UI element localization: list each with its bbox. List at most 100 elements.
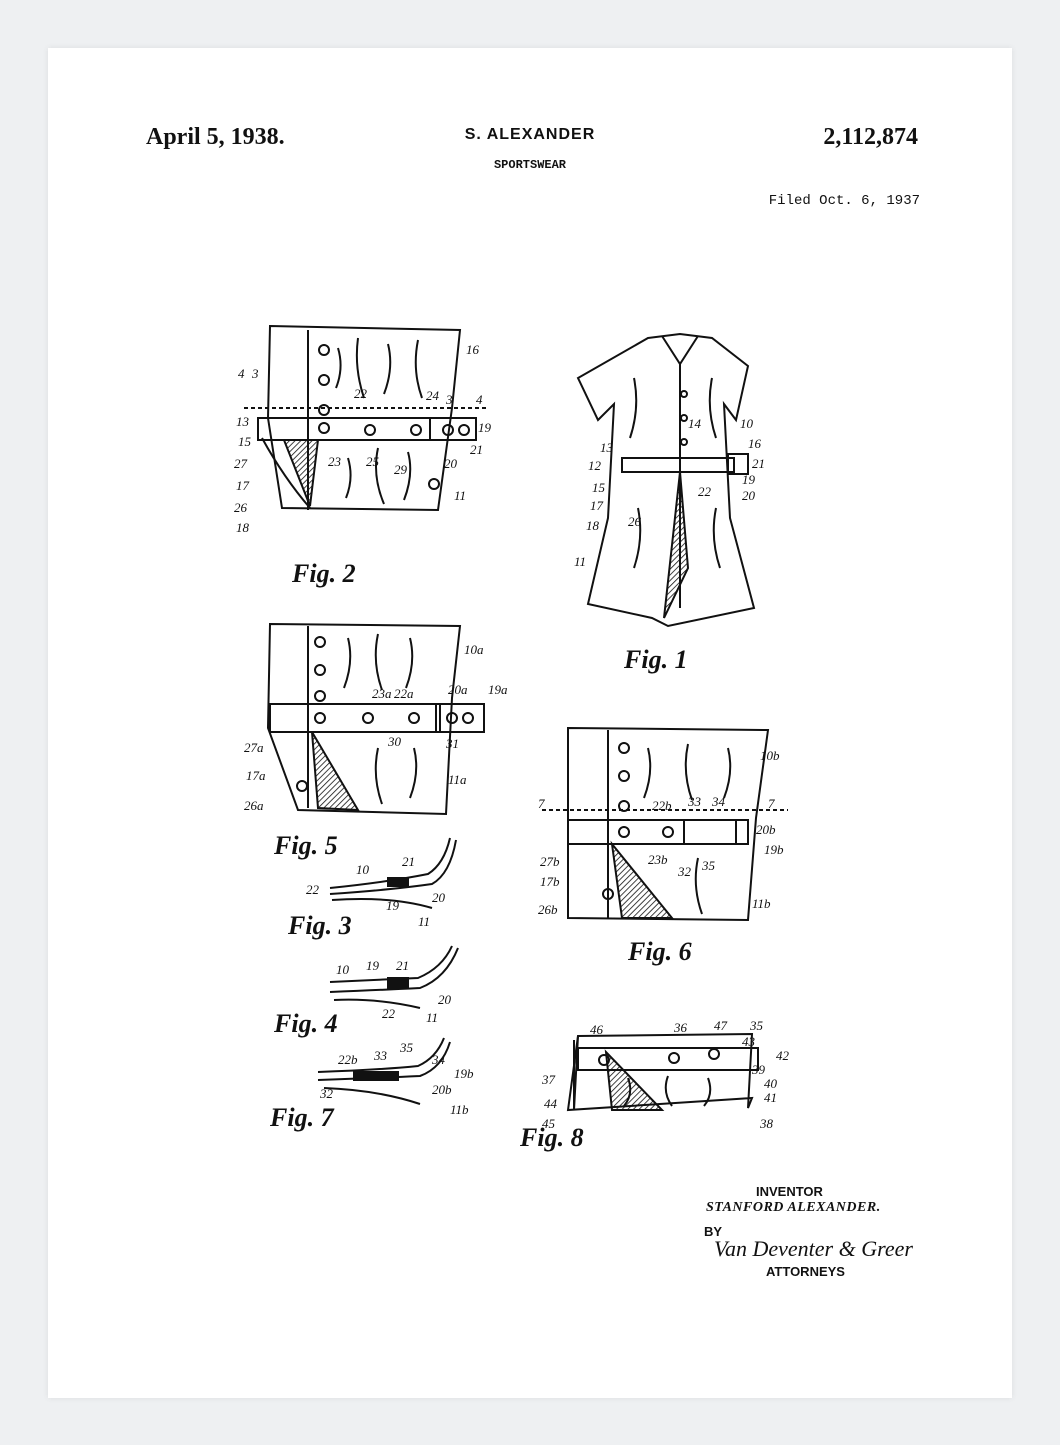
patent-drawings: 1643222434131527172618232529202119111014… <box>234 324 790 1152</box>
fig5-reference-numeral: 10a <box>464 642 484 657</box>
fig8-reference-numeral: 46 <box>590 1022 604 1037</box>
inventor-label: INVENTOR <box>756 1184 823 1199</box>
fig8-reference-numeral: 45 <box>542 1116 556 1131</box>
fig7-reference-numeral: 22b <box>338 1052 358 1067</box>
fig6-reference-numeral: 32 <box>677 864 692 879</box>
fig5-reference-numeral: 11a <box>448 772 467 787</box>
fig6-reference-numeral: 7 <box>538 796 545 811</box>
figure-7-caption: Fig. 7 <box>269 1103 335 1132</box>
fig8-reference-numeral: 38 <box>759 1116 774 1131</box>
fig6-reference-numeral: 20b <box>756 822 776 837</box>
fig8-reference-numeral: 41 <box>764 1090 777 1105</box>
fig5-reference-numeral: 23a <box>372 686 392 701</box>
inventor-header: S. ALEXANDER <box>464 126 596 143</box>
fig2-reference-numeral: 18 <box>236 520 250 535</box>
fig8-reference-numeral: 37 <box>541 1072 556 1087</box>
fig2-reference-numeral: 20 <box>444 456 458 471</box>
fig8-reference-numeral: 44 <box>544 1096 558 1111</box>
fig1-reference-numeral: 17 <box>590 498 604 513</box>
fig1-reference-numeral: 13 <box>600 440 614 455</box>
fig6-reference-numeral: 10b <box>760 748 780 763</box>
fig1-reference-numeral: 20 <box>742 488 756 503</box>
fig2-reference-numeral: 24 <box>426 388 440 403</box>
fig2-reference-numeral: 4 <box>476 392 483 407</box>
fig1-reference-numeral: 18 <box>586 518 600 533</box>
fig5-reference-numeral: 26a <box>244 798 264 813</box>
fig3-reference-numeral: 21 <box>402 854 415 869</box>
attorney-signature: Van Deventer & Greer <box>714 1236 913 1261</box>
fig3-reference-numeral: 19 <box>386 898 400 913</box>
fig7-reference-numeral: 19b <box>454 1066 474 1081</box>
fig6-reference-numeral: 17b <box>540 874 560 889</box>
fig3-reference-numeral: 20 <box>432 890 446 905</box>
figure-8-caption: Fig. 8 <box>519 1123 584 1152</box>
fig1-reference-numeral: 12 <box>588 458 602 473</box>
fig1-reference-numeral: 16 <box>748 436 762 451</box>
figure-6-drawing <box>542 726 788 922</box>
fig5-reference-numeral: 22a <box>394 686 414 701</box>
fig1-reference-numeral: 19 <box>742 472 756 487</box>
fig6-reference-numeral: 34 <box>711 794 726 809</box>
fig5-reference-numeral: 19a <box>488 682 508 697</box>
fig2-reference-numeral: 27 <box>234 456 248 471</box>
figure-3-drawing <box>329 837 457 909</box>
figure-3-caption: Fig. 3 <box>287 911 352 940</box>
fig5-reference-numeral: 20a <box>448 682 468 697</box>
figure-4-drawing <box>329 945 459 1009</box>
filed-date: Filed Oct. 6, 1937 <box>768 193 920 209</box>
figure-2-caption: Fig. 2 <box>291 559 356 588</box>
fig4-reference-numeral: 21 <box>396 958 409 973</box>
fig7-reference-numeral: 33 <box>373 1048 388 1063</box>
fig2-reference-numeral: 25 <box>366 454 380 469</box>
fig6-reference-numeral: 23b <box>648 852 668 867</box>
fig1-reference-numeral: 15 <box>592 480 606 495</box>
figure-5-caption: Fig. 5 <box>273 831 338 860</box>
fig7-reference-numeral: 11b <box>450 1102 469 1117</box>
patent-date: April 5, 1938. <box>146 124 285 150</box>
fig2-reference-numeral: 26 <box>234 500 248 515</box>
fig8-reference-numeral: 36 <box>673 1020 688 1035</box>
fig2-reference-numeral: 21 <box>470 442 483 457</box>
fig7-reference-numeral: 20b <box>432 1082 452 1097</box>
fig1-reference-numeral: 26 <box>628 514 642 529</box>
figure-7-drawing <box>317 1037 451 1105</box>
attorneys-label: ATTORNEYS <box>766 1264 845 1279</box>
fig7-reference-numeral: 35 <box>399 1040 414 1055</box>
fig2-reference-numeral: 4 <box>238 366 245 381</box>
by-label: BY <box>704 1224 723 1239</box>
fig1-reference-numeral: 22 <box>698 484 712 499</box>
fig6-reference-numeral: 22b <box>652 798 672 813</box>
figure-2-drawing <box>244 324 488 512</box>
fig1-reference-numeral: 14 <box>688 416 702 431</box>
fig1-reference-numeral: 21 <box>752 456 765 471</box>
fig6-reference-numeral: 7 <box>768 796 775 811</box>
fig4-reference-numeral: 10 <box>336 962 350 977</box>
patent-sheet: April 5, 1938. S. ALEXANDER SPORTSWEAR 2… <box>48 48 1012 1398</box>
fig1-reference-numeral: 11 <box>574 554 586 569</box>
fig5-reference-numeral: 17a <box>246 768 266 783</box>
fig8-reference-numeral: 39 <box>751 1062 766 1077</box>
fig4-reference-numeral: 11 <box>426 1010 438 1025</box>
fig3-reference-numeral: 10 <box>356 862 370 877</box>
fig2-reference-numeral: 19 <box>478 420 492 435</box>
fig2-reference-numeral: 3 <box>251 366 259 381</box>
fig6-reference-numeral: 27b <box>540 854 560 869</box>
figure-4-caption: Fig. 4 <box>273 1009 338 1038</box>
fig2-reference-numeral: 15 <box>238 434 252 449</box>
fig5-reference-numeral: 27a <box>244 740 264 755</box>
fig8-reference-numeral: 35 <box>749 1018 764 1033</box>
fig2-reference-numeral: 3 <box>445 392 453 407</box>
fig1-reference-numeral: 10 <box>740 416 754 431</box>
fig2-reference-numeral: 23 <box>328 454 342 469</box>
inventor-full-name: STANFORD ALEXANDER. <box>706 1200 881 1215</box>
patent-title: SPORTSWEAR <box>493 158 566 172</box>
fig8-reference-numeral: 47 <box>714 1018 728 1033</box>
fig5-reference-numeral: 31 <box>445 736 459 751</box>
fig2-reference-numeral: 11 <box>454 488 466 503</box>
fig2-reference-numeral: 13 <box>236 414 250 429</box>
fig7-reference-numeral: 34 <box>431 1052 446 1067</box>
fig4-reference-numeral: 19 <box>366 958 380 973</box>
fig8-reference-numeral: 40 <box>764 1076 778 1091</box>
fig7-reference-numeral: 32 <box>319 1086 334 1101</box>
figure-6-caption: Fig. 6 <box>627 937 692 966</box>
